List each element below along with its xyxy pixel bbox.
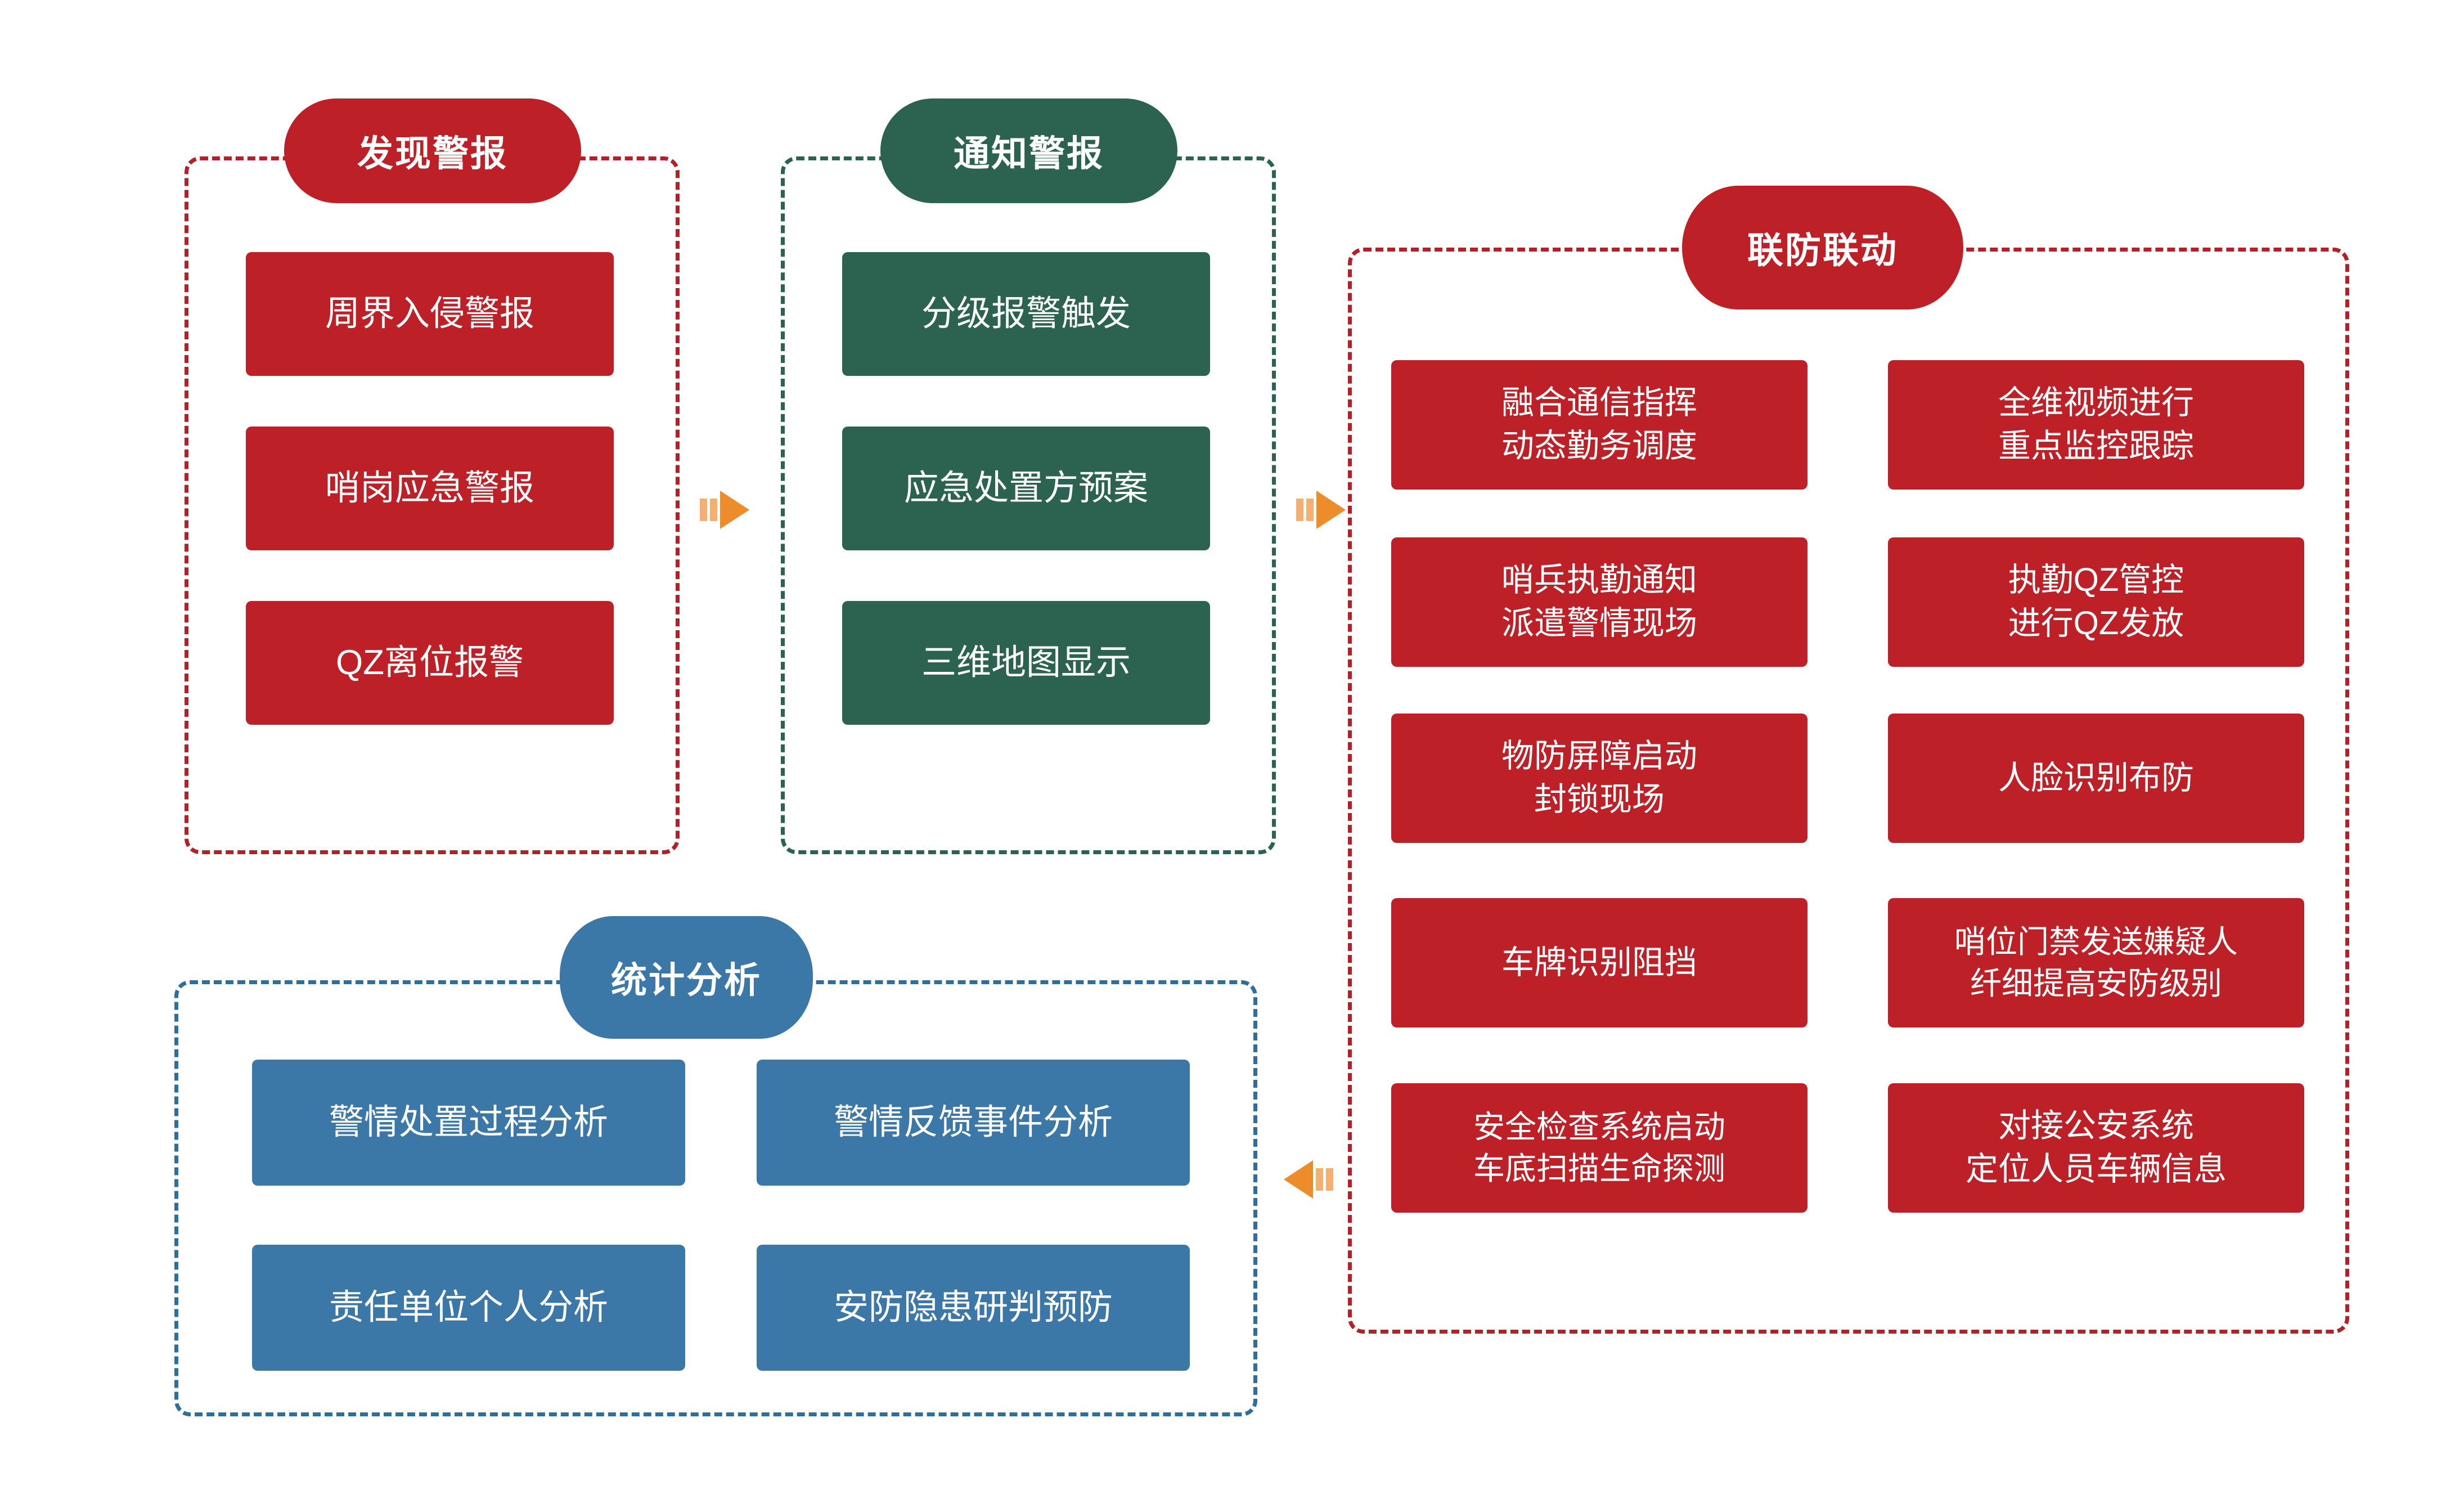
item-box-plate-recognition-block[interactable]: 车牌识别阻挡 [1391, 898, 1807, 1028]
arrow-notify-to-joint-icon [1294, 483, 1348, 537]
group-header-statistical-analysis[interactable]: 统计分析 [560, 916, 813, 1039]
group-header-joint-defense[interactable]: 联防联动 [1682, 186, 1963, 309]
item-box-public-security-integration[interactable]: 对接公安系统 定位人员车辆信息 [1888, 1083, 2304, 1213]
item-box-post-access-suspect-alert[interactable]: 哨位门禁发送嫌疑人 纤细提高安防级别 [1888, 898, 2304, 1028]
item-box-emergency-response-plan[interactable]: 应急处置方预案 [842, 427, 1210, 550]
item-box-responsible-unit-person-analysis[interactable]: 责任单位个人分析 [252, 1245, 685, 1371]
item-box-sentry-emergency-alarm[interactable]: 哨岗应急警报 [246, 427, 614, 550]
item-box-graded-alarm-trigger[interactable]: 分级报警触发 [842, 252, 1210, 376]
item-box-security-check-system[interactable]: 安全检查系统启动 车底扫描生命探测 [1391, 1083, 1807, 1213]
arrow-joint-to-statistics-icon [1282, 1152, 1336, 1206]
item-box-perimeter-intrusion-alarm[interactable]: 周界入侵警报 [246, 252, 614, 376]
item-box-alarm-handling-process-analysis[interactable]: 警情处置过程分析 [252, 1060, 685, 1186]
arrow-discover-to-notify-icon [698, 483, 752, 537]
item-box-full-dimension-video-tracking[interactable]: 全维视频进行 重点监控跟踪 [1888, 360, 2304, 490]
item-box-face-recognition-defense[interactable]: 人脸识别布防 [1888, 714, 2304, 843]
group-header-notify-alarm[interactable]: 通知警报 [880, 98, 1177, 203]
item-box-alarm-feedback-event-analysis[interactable]: 警情反馈事件分析 [757, 1060, 1190, 1186]
item-box-sentry-duty-notice[interactable]: 哨兵执勤通知 派遣警情现场 [1391, 537, 1807, 667]
item-box-physical-barrier-lockdown[interactable]: 物防屏障启动 封锁现场 [1391, 714, 1807, 843]
group-header-discover-alarm[interactable]: 发现警报 [284, 98, 581, 203]
item-box-integrated-comms-command[interactable]: 融合通信指挥 动态勤务调度 [1391, 360, 1807, 490]
item-box-qz-offpost-alarm[interactable]: QZ离位报警 [246, 601, 614, 725]
item-box-duty-qz-control[interactable]: 执勤QZ管控 进行QZ发放 [1888, 537, 2304, 667]
item-box-3d-map-display[interactable]: 三维地图显示 [842, 601, 1210, 725]
item-box-security-risk-prevention-analysis[interactable]: 安防隐患研判预防 [757, 1245, 1190, 1371]
